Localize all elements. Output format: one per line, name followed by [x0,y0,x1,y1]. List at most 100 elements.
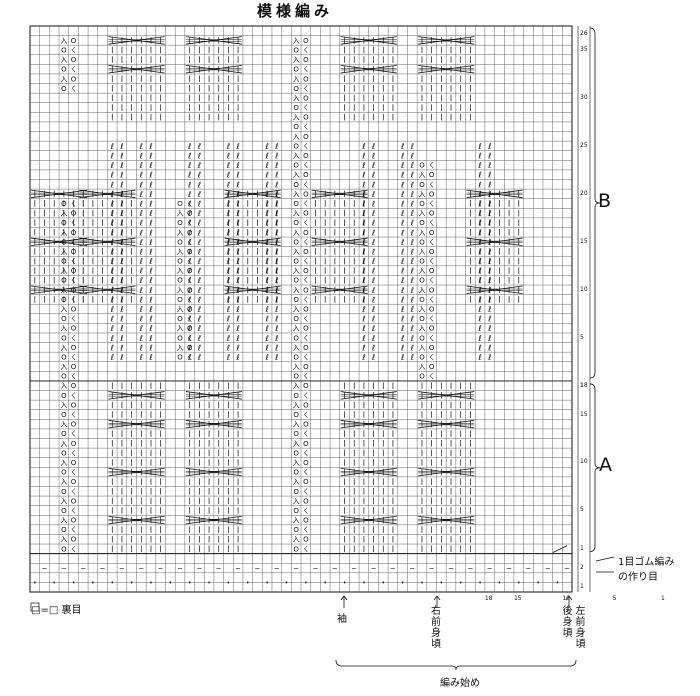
label-arrow [568,595,573,601]
twisted-knit-mark: ℓ [361,295,365,304]
yarn-over-mark: O [303,478,309,486]
twisted-knit-mark: ℓ [110,142,114,151]
twisted-knit-mark: ℓ [139,295,143,304]
k2tog-mark: ㄑ [186,200,193,208]
start-label: 編み始め [440,678,480,689]
label-arrow [433,595,438,601]
cable-cross-mark [224,189,281,199]
k2tog-mark: ㄑ [302,162,309,170]
twisted-knit-mark: ℓ [226,276,230,285]
cable-cross-mark [224,285,281,295]
cable-cross-mark [340,467,397,477]
yarn-over-mark: O [293,46,299,54]
twisted-knit-mark: ℓ [264,199,268,208]
twisted-knit-mark: ℓ [139,267,143,276]
twisted-knit-mark: ℓ [139,199,143,208]
row-number-b: 5 [580,333,584,341]
twisted-knit-mark: ℓ [400,343,404,352]
yarn-over-mark: O [71,75,77,83]
ssk-mark: 入 [293,325,300,333]
cable-cross-mark [418,64,475,74]
twisted-knit-mark: ℓ [235,286,239,295]
twisted-knit-mark: ℓ [361,238,365,247]
twisted-knit-mark: ℓ [361,276,365,285]
twisted-knit-mark: ℓ [187,180,191,189]
twisted-knit-mark: ℓ [187,152,191,161]
twisted-knit-mark: ℓ [361,199,365,208]
yarn-over-mark: O [61,353,67,361]
k2tog-mark: ㄑ [302,507,309,515]
twisted-knit-mark: ℓ [274,343,278,352]
twisted-knit-mark: ℓ [400,190,404,199]
twisted-knit-mark: ℓ [139,180,143,189]
yarn-over-mark: O [187,325,193,333]
cable-cross-mark [418,391,475,400]
twisted-knit-mark: ℓ [400,267,404,276]
twisted-knit-mark: ℓ [400,171,404,180]
twisted-knit-mark: ℓ [274,276,278,285]
k2tog-mark: ㄑ [186,238,193,246]
row-number-a: 18 [580,381,588,389]
yarn-over-mark: O [177,219,183,227]
purl-mark: − [371,565,377,573]
twisted-knit-mark: ℓ [119,171,123,180]
twisted-knit-mark: ℓ [110,276,114,285]
twisted-knit-mark: ℓ [410,267,414,276]
twisted-knit-mark: ℓ [226,286,230,295]
twisted-knit-mark: ℓ [226,257,230,266]
purl-mark: − [351,565,357,573]
twisted-knit-mark: ℓ [477,305,481,314]
twisted-knit-mark: ℓ [264,295,268,304]
twisted-knit-mark: ℓ [119,257,123,266]
twisted-knit-mark: ℓ [264,343,268,352]
twisted-knit-mark: ℓ [274,286,278,295]
twisted-knit-mark: ℓ [119,209,123,218]
yarn-over-mark: O [61,373,67,381]
twisted-knit-mark: ℓ [110,228,114,237]
twisted-knit-mark: ℓ [119,247,123,256]
twisted-knit-mark: ℓ [148,257,152,266]
twisted-knit-mark: ℓ [410,247,414,256]
twisted-knit-mark: ℓ [477,190,481,199]
twisted-knit-mark: ℓ [119,219,123,228]
twisted-knit-mark: ℓ [477,171,481,180]
yarn-over-mark: O [429,325,435,333]
twisted-knit-mark: ℓ [400,142,404,151]
twisted-knit-mark: ℓ [235,353,239,362]
twisted-knit-mark: ℓ [274,161,278,170]
cable-cross-mark [108,515,165,525]
twisted-knit-mark: ℓ [274,190,278,199]
twisted-knit-mark: ℓ [235,343,239,352]
twisted-knit-mark: ℓ [264,228,268,237]
twisted-knit-mark: ℓ [410,353,414,362]
twisted-knit-mark: ℓ [235,324,239,333]
yarn-over-mark: O [293,219,299,227]
yarn-over-mark: O [303,37,309,45]
yarn-over-mark: O [187,210,193,218]
yarn-over-mark: O [419,181,425,189]
twisted-knit-mark: ℓ [487,199,491,208]
yarn-over-mark: O [419,373,425,381]
k2tog-mark: ㄑ [70,66,77,74]
twisted-knit-mark: ℓ [197,324,201,333]
twisted-knit-mark: ℓ [197,315,201,324]
twisted-knit-mark: ℓ [264,334,268,343]
twisted-knit-mark: ℓ [139,209,143,218]
ssk-mark: 入 [60,75,67,83]
twisted-knit-mark: ℓ [110,353,114,362]
yarn-over-mark: O [61,66,67,74]
k2tog-mark: ㄑ [302,469,309,477]
k2tog-mark: ㄑ [70,526,77,534]
cable-cross-mark [79,285,136,295]
twisted-knit-mark: ℓ [197,171,201,180]
yarn-over-mark: O [61,392,67,400]
row-number-rib: 2 [580,564,584,572]
cable-cross-mark [340,391,397,400]
twisted-knit-mark: ℓ [400,180,404,189]
twisted-knit-mark: ℓ [477,152,481,161]
k2tog-mark: ㄑ [70,449,77,457]
ssk-mark: 入 [177,306,184,314]
yarn-over-mark: O [71,382,77,390]
purl-mark: − [332,565,338,573]
